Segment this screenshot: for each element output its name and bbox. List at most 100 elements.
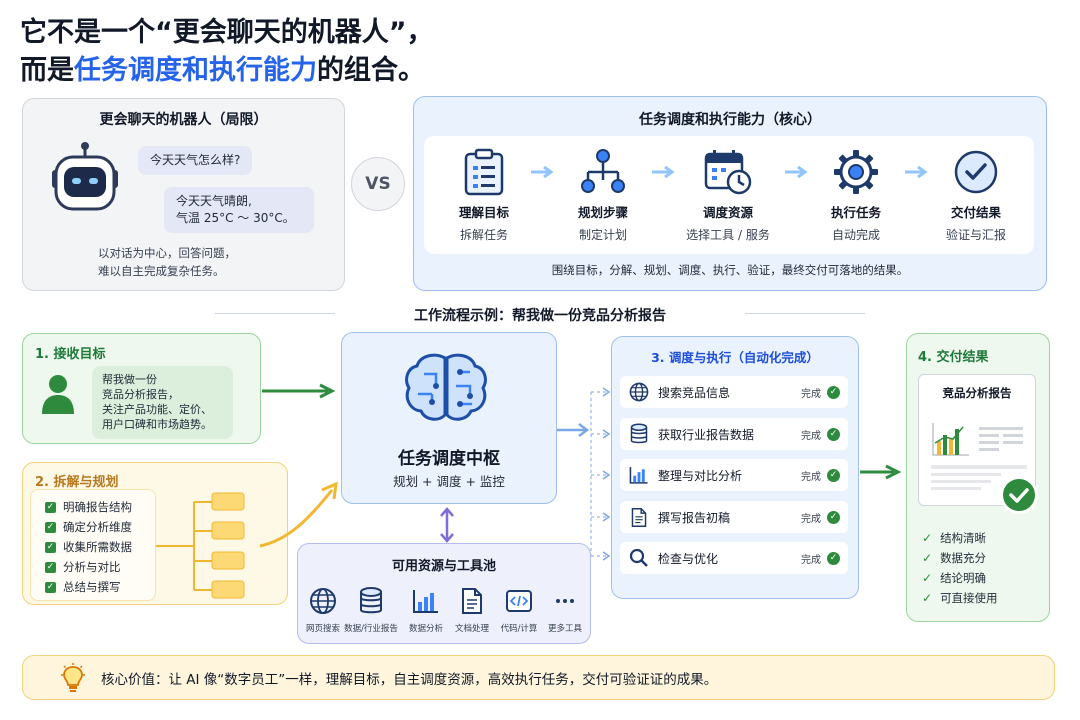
check-icon: ✓	[922, 551, 933, 565]
step-schedule-resources: 调度资源 选择工具 / 服务	[668, 146, 788, 243]
deliver-item: ✓结论明确	[922, 571, 987, 585]
document-icon	[444, 586, 500, 616]
check-icon: ✓	[827, 551, 840, 565]
exec-task-row: 搜索竞品信息 完成 ✓	[620, 376, 848, 408]
chatbot-panel-title: 更会聊天的机器人（局限）	[99, 112, 268, 128]
tool-web-search: 网页搜索	[295, 586, 351, 634]
tool-label: 数据分析	[408, 624, 443, 634]
tool-code: 代码/计算	[491, 586, 547, 634]
chat-answer-line-1: 今天天气晴朗,	[176, 194, 252, 208]
step-subtitle: 拆解任务	[459, 228, 508, 242]
exec-task-row: 获取行业报告数据 完成 ✓	[620, 418, 848, 450]
plan-item: ✓明确报告结构	[45, 500, 132, 514]
exec-task-label: 搜索竞品信息	[658, 385, 731, 400]
step-title: 规划步骤	[577, 205, 628, 220]
database-icon	[343, 586, 399, 616]
request-line: 关注产品功能、定价、	[102, 403, 212, 416]
workflow-title: 工作流程示例：帮我做一份竞品分析报告	[414, 308, 666, 324]
arrow-right-icon	[531, 165, 557, 179]
user-icon	[40, 374, 76, 414]
checkbox-checked-icon: ✓	[45, 501, 56, 513]
chat-answer-line-2: 气温 25°C ～ 30°C。	[176, 211, 295, 225]
chat-question-bubble: 今天天气怎么样?	[138, 146, 253, 175]
checkbox-checked-icon: ✓	[45, 521, 56, 533]
hub-title: 任务调度中枢	[398, 449, 500, 469]
exec-task-status: 完成	[801, 471, 821, 483]
document-icon	[620, 507, 658, 528]
tool-more: 更多工具	[537, 586, 593, 634]
lightbulb-icon	[60, 663, 86, 693]
hub-subtitle: 规划 + 调度 + 监控	[393, 474, 505, 489]
check-icon: ✓	[827, 510, 840, 524]
step-subtitle: 制定计划	[578, 228, 627, 242]
exec-task-label: 撰写报告初稿	[658, 510, 731, 525]
calendar-clock-icon	[668, 146, 788, 198]
exec-task-label: 检查与优化	[658, 551, 719, 566]
tool-label: 更多工具	[547, 624, 582, 634]
globe-icon	[620, 382, 658, 402]
chat-answer-bubble: 今天天气晴朗, 气温 25°C ～ 30°C。	[164, 187, 314, 233]
title-line-1: 它不是一个“更会聊天的机器人”，	[20, 17, 434, 48]
globe-icon	[295, 586, 351, 616]
clipboard-icon	[424, 146, 544, 198]
step-subtitle: 验证与汇报	[945, 228, 1006, 242]
check-badge-icon	[1000, 476, 1038, 514]
step-plan: 规划步骤 制定计划	[543, 146, 663, 243]
divider	[745, 313, 865, 314]
exec-task-status: 完成	[801, 513, 821, 525]
title-line-2: 而是任务调度和执行能力的组合。	[20, 52, 434, 90]
dispatch-connectors	[557, 380, 613, 570]
exec-task-label: 整理与对比分析	[658, 468, 743, 483]
checkbox-checked-icon: ✓	[45, 581, 56, 593]
search-icon	[620, 548, 658, 568]
core-value-banner	[22, 655, 1055, 700]
arrow-right-icon	[905, 165, 931, 179]
check-icon: ✓	[922, 591, 933, 605]
step-title: 执行任务	[830, 205, 881, 220]
chatbot-description: 以对话为中心，回答问题， 难以自主完成复杂任务。	[98, 244, 236, 280]
ellipsis-icon	[537, 586, 593, 616]
exec-task-status: 完成	[801, 388, 821, 400]
check-circle-icon	[916, 146, 1036, 198]
exec-task-status: 完成	[801, 554, 821, 566]
tool-label: 文档处理	[454, 624, 489, 634]
step-title: 理解目标	[458, 205, 509, 220]
gear-icon	[796, 146, 916, 198]
title-prefix: 而是	[20, 55, 74, 86]
tool-label: 代码/计算	[500, 624, 538, 634]
deliver-title: 4. 交付结果	[918, 350, 989, 365]
curved-arrow-icon	[258, 480, 342, 550]
exec-task-label: 获取行业报告数据	[658, 427, 755, 442]
hierarchy-icon	[543, 146, 663, 198]
tool-data-analysis: 数据分析	[398, 586, 454, 634]
exec-task-row: 撰写报告初稿 完成 ✓	[620, 501, 848, 533]
plan-title: 2. 拆解与规划	[35, 475, 119, 490]
report-title: 竞品分析报告	[942, 386, 1012, 400]
page-title: 它不是一个“更会聊天的机器人”， 而是任务调度和执行能力的组合。	[20, 14, 434, 90]
chatbot-desc-line-2: 难以自主完成复杂任务。	[98, 264, 225, 278]
step-understand-goal: 理解目标 拆解任务	[424, 146, 544, 243]
exec-task-row: 检查与优化 完成 ✓	[620, 542, 848, 574]
brain-icon	[404, 352, 488, 422]
arrow-right-icon	[785, 165, 811, 179]
vs-badge: VS	[351, 157, 405, 211]
plan-checklist: ✓明确报告结构 ✓确定分析维度 ✓收集所需数据 ✓分析与对比 ✓总结与撰写	[45, 497, 132, 597]
request-line: 帮我做一份	[102, 373, 157, 386]
request-line: 竞品分析报告，	[102, 388, 179, 401]
tool-document: 文档处理	[444, 586, 500, 634]
deliver-item: ✓结构清晰	[922, 531, 987, 545]
plan-item: ✓收集所需数据	[45, 540, 132, 554]
plan-tree-diagram	[156, 490, 256, 602]
exec-task-row: 整理与对比分析 完成 ✓	[620, 459, 848, 491]
plan-item: ✓分析与对比	[45, 560, 121, 574]
step-title: 调度资源	[702, 205, 753, 220]
step-subtitle: 选择工具 / 服务	[686, 228, 770, 242]
double-arrow-icon	[438, 506, 456, 544]
check-icon: ✓	[827, 427, 840, 441]
step-title: 交付结果	[950, 205, 1001, 220]
step-subtitle: 自动完成	[831, 228, 880, 242]
database-icon	[620, 423, 658, 445]
deliver-checklist: ✓结构清晰 ✓数据充分 ✓结论明确 ✓可直接使用	[922, 528, 998, 608]
arrow-right-icon	[652, 165, 678, 179]
core-panel-title: 任务调度和执行能力（核心）	[639, 112, 821, 128]
